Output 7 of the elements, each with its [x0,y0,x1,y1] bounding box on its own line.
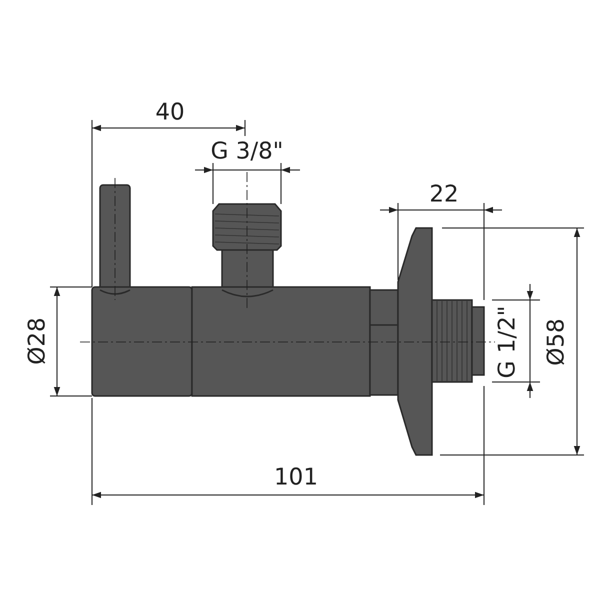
dimension-label: 40 [155,102,185,124]
dimension-label: 101 [274,466,318,490]
dimension-label: G 1/2" [496,306,520,378]
dimension-label: Ø28 [26,317,50,365]
dimension-label: G 3/8" [210,140,284,164]
dimension-label: 22 [429,184,459,206]
dimension-label: Ø58 [546,318,568,366]
